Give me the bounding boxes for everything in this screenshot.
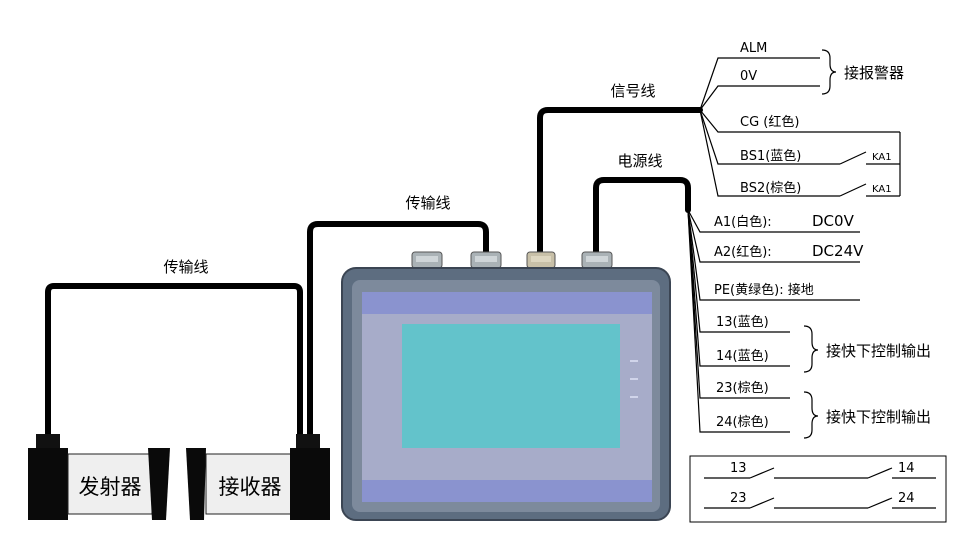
connector-4 (581, 251, 613, 269)
cable-label-transmission-left: 传输线 (163, 258, 208, 276)
connector-2 (470, 251, 502, 269)
connector-1 (411, 251, 443, 269)
connector-3 (526, 251, 556, 269)
receiver: 接收器 (186, 434, 330, 520)
group2-note: 接快下控制输出 (826, 408, 931, 426)
wire-bs1: BS1(蓝色) (740, 148, 801, 164)
wire-13: 13(蓝色) (716, 314, 769, 330)
contact-23: 23 (730, 491, 747, 506)
contact-schematic (689, 455, 947, 523)
wire-24: 24(棕色) (716, 414, 769, 430)
ka1-top: KA1 (872, 152, 892, 163)
cable-label-signal: 信号线 (610, 82, 655, 100)
cable-label-power: 电源线 (617, 152, 662, 170)
signal-cable (537, 107, 703, 259)
group1-note: 接快下控制输出 (826, 342, 931, 360)
wire-cg: CG (红色) (740, 114, 799, 130)
alarm-note: 接报警器 (844, 64, 904, 82)
wire-23: 23(棕色) (716, 380, 769, 396)
ka1-bottom: KA1 (872, 184, 892, 195)
emitter-label: 发射器 (79, 475, 142, 499)
transmission-cable-right (307, 221, 489, 443)
wire-bs2: BS2(棕色) (740, 180, 801, 196)
contact-24: 24 (898, 491, 915, 506)
cable-label-transmission-right: 传输线 (405, 194, 450, 212)
wire-a2-value: DC24V (812, 242, 864, 260)
controller-unit (341, 251, 671, 521)
power-wire-fan (687, 209, 860, 439)
signal-wire-fan (699, 49, 901, 197)
wire-0v: 0V (740, 69, 757, 84)
power-cable (593, 177, 691, 259)
transmission-cable-left (45, 283, 303, 443)
contact-14: 14 (898, 461, 915, 476)
wire-a2: A2(红色): (714, 244, 772, 260)
receiver-label: 接收器 (219, 475, 282, 499)
contact-13: 13 (730, 461, 747, 476)
emitter: 发射器 (28, 434, 170, 520)
wire-pe: PE(黄绿色): 接地 (714, 282, 814, 298)
display-screen (402, 324, 620, 448)
wire-a1: A1(白色): (714, 214, 772, 230)
wire-14: 14(蓝色) (716, 348, 769, 364)
wire-a1-value: DC0V (812, 212, 855, 230)
wire-alm: ALM (740, 41, 767, 56)
